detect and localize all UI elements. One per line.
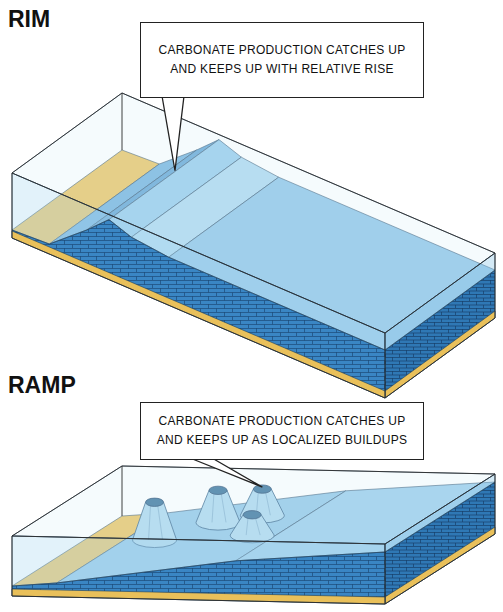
water-surface xyxy=(12,466,495,544)
block-edge xyxy=(12,238,495,398)
water-front-face xyxy=(12,536,385,586)
callout-pointer xyxy=(162,96,184,171)
block-edge xyxy=(122,466,123,516)
callout-text: CARBONATE PRODUCTION CATCHES UP AND KEEP… xyxy=(153,412,411,450)
ramp-block-diagram xyxy=(12,466,495,604)
block-edge xyxy=(12,536,13,586)
sand-layer xyxy=(12,589,385,604)
water-front-face xyxy=(12,173,385,350)
rim-block-diagram xyxy=(12,93,495,398)
block-edge xyxy=(12,93,495,333)
block-edge xyxy=(12,173,13,230)
panel-heading: RIM xyxy=(8,6,50,32)
block-edge xyxy=(12,586,13,596)
block-edge xyxy=(385,333,386,398)
water-side-face xyxy=(385,253,495,350)
callout-pointer xyxy=(190,458,262,487)
block-edge xyxy=(495,253,496,318)
callout-text: CARBONATE PRODUCTION CATCHES UP AND KEEP… xyxy=(153,41,411,79)
block-edge xyxy=(12,230,13,238)
water-side-face xyxy=(385,474,495,552)
panel-heading: RAMP xyxy=(8,372,76,398)
block-edge xyxy=(12,466,495,544)
callout-box: CARBONATE PRODUCTION CATCHES UP AND KEEP… xyxy=(140,402,424,460)
callout-box: CARBONATE PRODUCTION CATCHES UP AND KEEP… xyxy=(140,22,424,98)
block-edge xyxy=(12,534,495,604)
block-edge xyxy=(495,474,496,534)
block-edge xyxy=(385,544,386,604)
block-edge xyxy=(122,93,123,150)
